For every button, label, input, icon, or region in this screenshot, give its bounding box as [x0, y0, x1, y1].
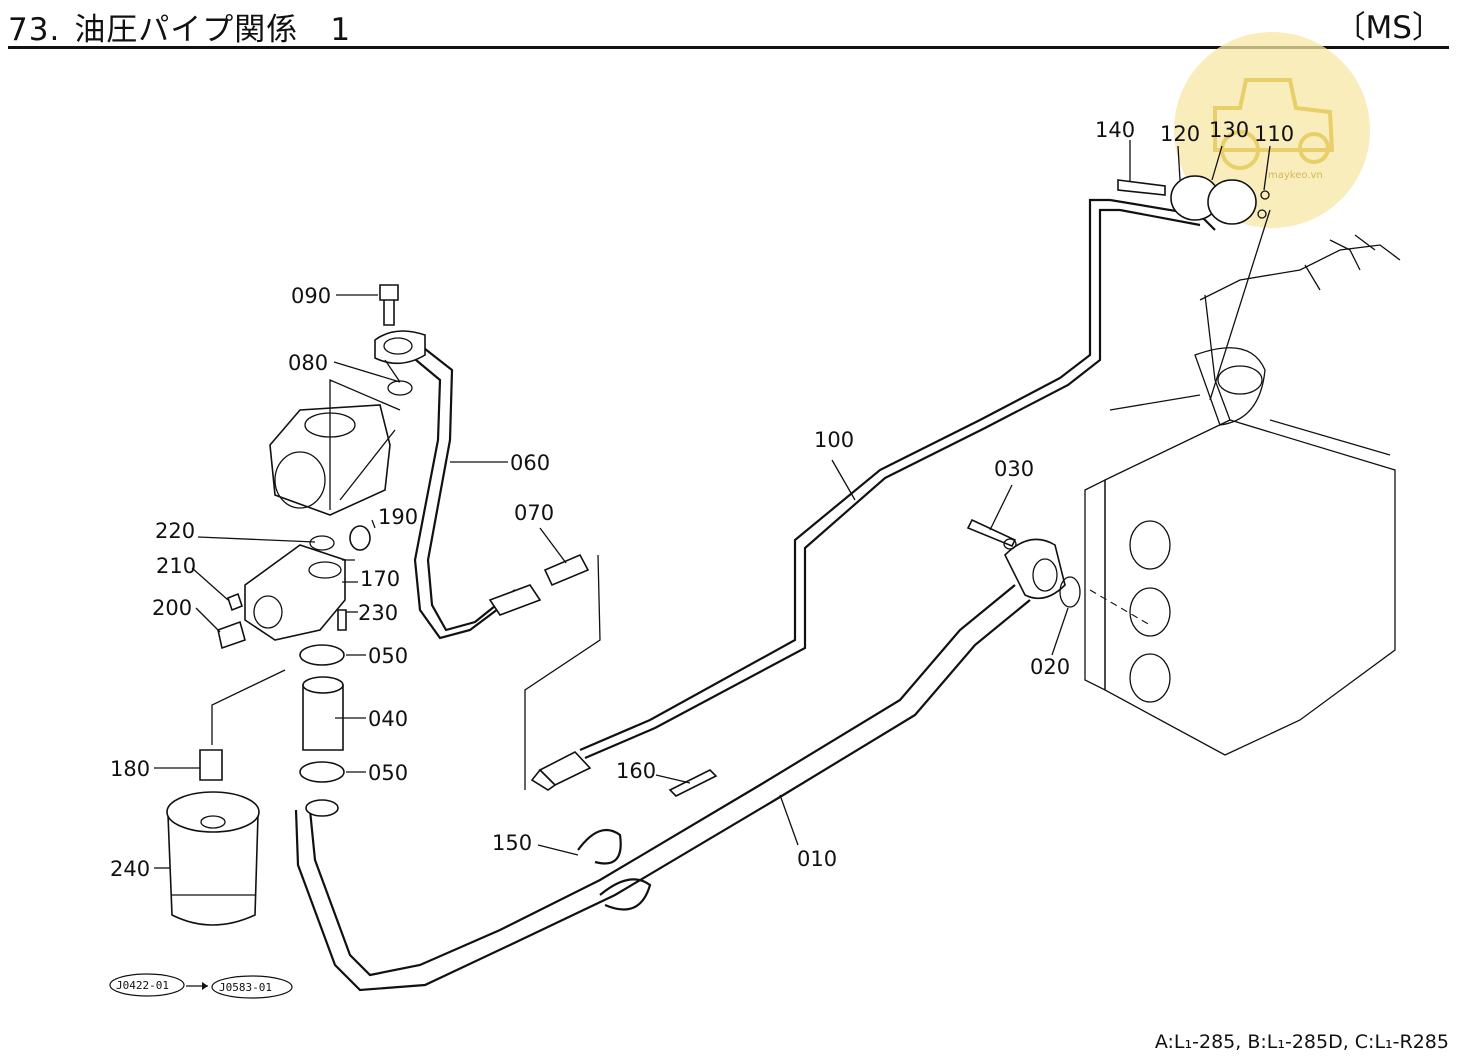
label-190: 190: [378, 505, 418, 529]
valve-assembly: [217, 379, 401, 650]
label-050-lower: 050: [368, 761, 408, 785]
pipe-010: [294, 584, 1031, 992]
oil-filter-240: [166, 791, 260, 926]
plug-200: [217, 620, 246, 650]
label-050-upper: 050: [368, 644, 408, 668]
label-020: 020: [1030, 655, 1070, 679]
engine-block: [1084, 234, 1401, 756]
oring-020: [1059, 576, 1081, 608]
page-title: 73. 油圧パイプ関係 1: [8, 4, 351, 49]
plug-210: [227, 592, 243, 612]
bolt-090: [379, 284, 399, 326]
label-120: 120: [1160, 122, 1200, 146]
model-footnote: A:L₁-285, B:L₁-285D, C:L₁-R285: [1154, 1031, 1449, 1053]
flange-020-block: [1004, 538, 1066, 600]
bolt-030: [966, 518, 1017, 548]
label-180: 180: [110, 757, 150, 781]
label-130: 130: [1209, 118, 1249, 142]
label-100: 100: [814, 428, 854, 452]
label-140: 140: [1095, 118, 1135, 142]
label-220: 220: [155, 519, 195, 543]
clip-160: [668, 769, 718, 797]
clip-150: [577, 828, 652, 911]
section-number: 73.: [8, 12, 61, 48]
label-160: 160: [616, 759, 656, 783]
label-170: 170: [360, 567, 400, 591]
label-240: 240: [110, 857, 150, 881]
serial-to: J0583-01: [219, 981, 272, 994]
label-210: 210: [156, 554, 196, 578]
watermark-text: maykeo.vn: [1268, 170, 1323, 181]
label-090: 090: [291, 284, 331, 308]
title-rule: [8, 46, 1449, 49]
pipe-100: [530, 198, 1216, 791]
section-title: 油圧パイプ関係: [74, 12, 299, 48]
label-080: 080: [288, 351, 328, 375]
oring-220: [309, 535, 335, 551]
watermark-logo: maykeo.vn: [1174, 32, 1370, 228]
bolt-230: [337, 609, 347, 631]
label-040: 040: [368, 707, 408, 731]
label-230: 230: [358, 601, 398, 625]
label-150: 150: [492, 831, 532, 855]
label-010: 010: [797, 847, 837, 871]
model-variant: 〔MS〕: [1334, 10, 1443, 46]
leader-lines: [154, 140, 1271, 869]
label-200: 200: [152, 596, 192, 620]
washer-080: [387, 380, 413, 396]
label-030: 030: [994, 457, 1034, 481]
clamp-050-upper: [299, 644, 345, 666]
collar-190: [349, 525, 371, 551]
pipe-060: [374, 330, 516, 640]
label-070: 070: [514, 501, 554, 525]
clamp-050-lower: [299, 761, 345, 783]
nipple-180: [199, 749, 223, 781]
hose-070: [488, 553, 601, 790]
connector-block: [1117, 175, 1271, 401]
section-part: 1: [330, 12, 352, 48]
label-060: 060: [510, 451, 550, 475]
serial-from: J0422-01: [116, 979, 169, 992]
serial-range: J0422-01 J0583-01: [109, 973, 293, 999]
label-110: 110: [1254, 122, 1294, 146]
